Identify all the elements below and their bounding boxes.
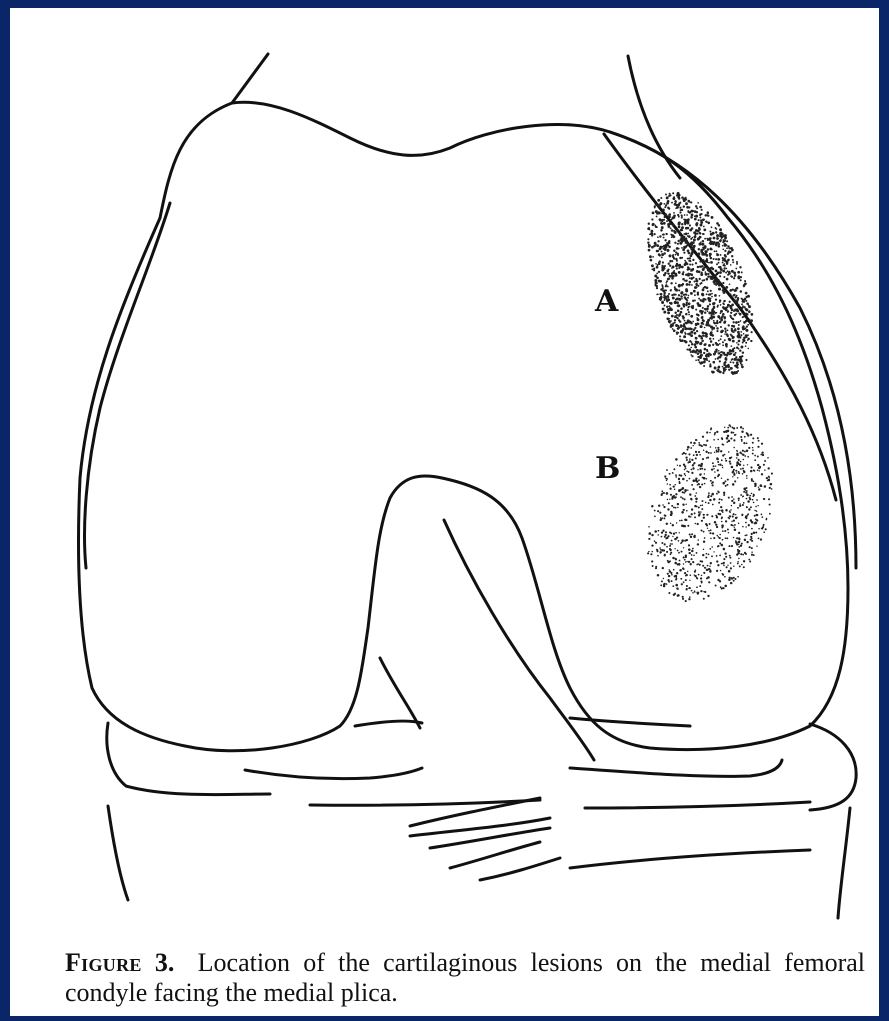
caption-text: Location of the cartilaginous lesions on… <box>65 948 865 1007</box>
figure-panel: A B Figure 3. Location of the cartilagin… <box>10 8 879 1016</box>
tibia-left-side <box>108 806 128 900</box>
lesion-a-label: A <box>594 284 619 319</box>
meniscus-left <box>245 768 422 779</box>
tibia-bottom-line <box>570 850 810 868</box>
femur-outline <box>79 102 849 751</box>
meniscus-right <box>570 760 782 776</box>
intercondylar-line <box>444 520 594 760</box>
caption-figure-word: Figure <box>65 948 142 977</box>
figure-caption: Figure 3. Location of the cartilaginous … <box>65 948 865 1008</box>
lesion-b-stipple <box>647 424 773 602</box>
knee-illustration: A B <box>10 8 879 1016</box>
tibia-plateau-left <box>107 723 270 795</box>
ligament-line-4 <box>450 842 540 868</box>
caption-figure-number: 3. <box>155 948 175 977</box>
cruciate-ligament <box>380 658 420 728</box>
meniscus-right-top <box>570 718 690 726</box>
lesion-b-label: B <box>595 451 620 486</box>
meniscus-mid <box>355 721 422 726</box>
tibia-right-side <box>838 808 850 918</box>
tibia-plateau-right <box>810 724 856 810</box>
ligament-line-5 <box>480 858 560 880</box>
tibia-band-lower <box>585 802 810 808</box>
femur-shaft-left-line <box>232 54 268 103</box>
